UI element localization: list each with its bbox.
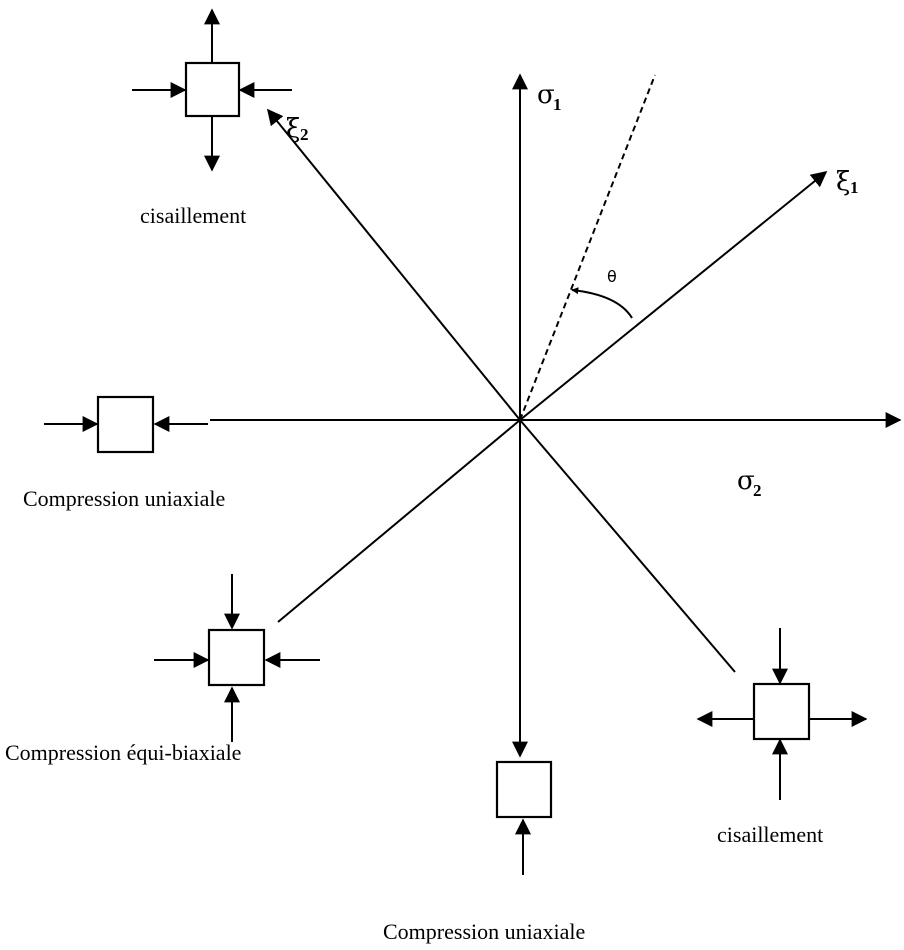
xi1-symbol: ξ (836, 167, 850, 197)
sigma2-symbol: σ (737, 466, 755, 496)
shear-label-top-left: cisaillement (140, 203, 246, 228)
sigma1-subscript: 1 (553, 95, 562, 114)
xi2-subscript: 2 (300, 125, 309, 144)
dashed-failure-line (519, 74, 656, 421)
uniaxial-label-bottom: Compression uniaxiale (383, 919, 585, 944)
uniaxial-element-bottom (495, 760, 553, 875)
sigma1-symbol: σ (537, 80, 555, 110)
theta-angle-arc (571, 287, 633, 319)
xi2-symbol: ξ (286, 114, 300, 144)
xi2-axis (266, 108, 736, 673)
sigma2-subscript: 2 (753, 481, 762, 500)
equibiaxial-label: Compression équi-biaxiale (5, 740, 241, 765)
shear-element-top-left (132, 8, 292, 172)
uniaxial-element-left (44, 395, 208, 454)
shear-label-bottom-right: cisaillement (717, 822, 823, 847)
shear-element-bottom-right (696, 628, 868, 800)
theta-label: θ (607, 267, 617, 286)
uniaxial-label-left: Compression uniaxiale (23, 486, 225, 511)
xi1-subscript: 1 (850, 178, 859, 197)
equibiaxial-element (154, 574, 320, 742)
xi1-axis (277, 170, 828, 623)
